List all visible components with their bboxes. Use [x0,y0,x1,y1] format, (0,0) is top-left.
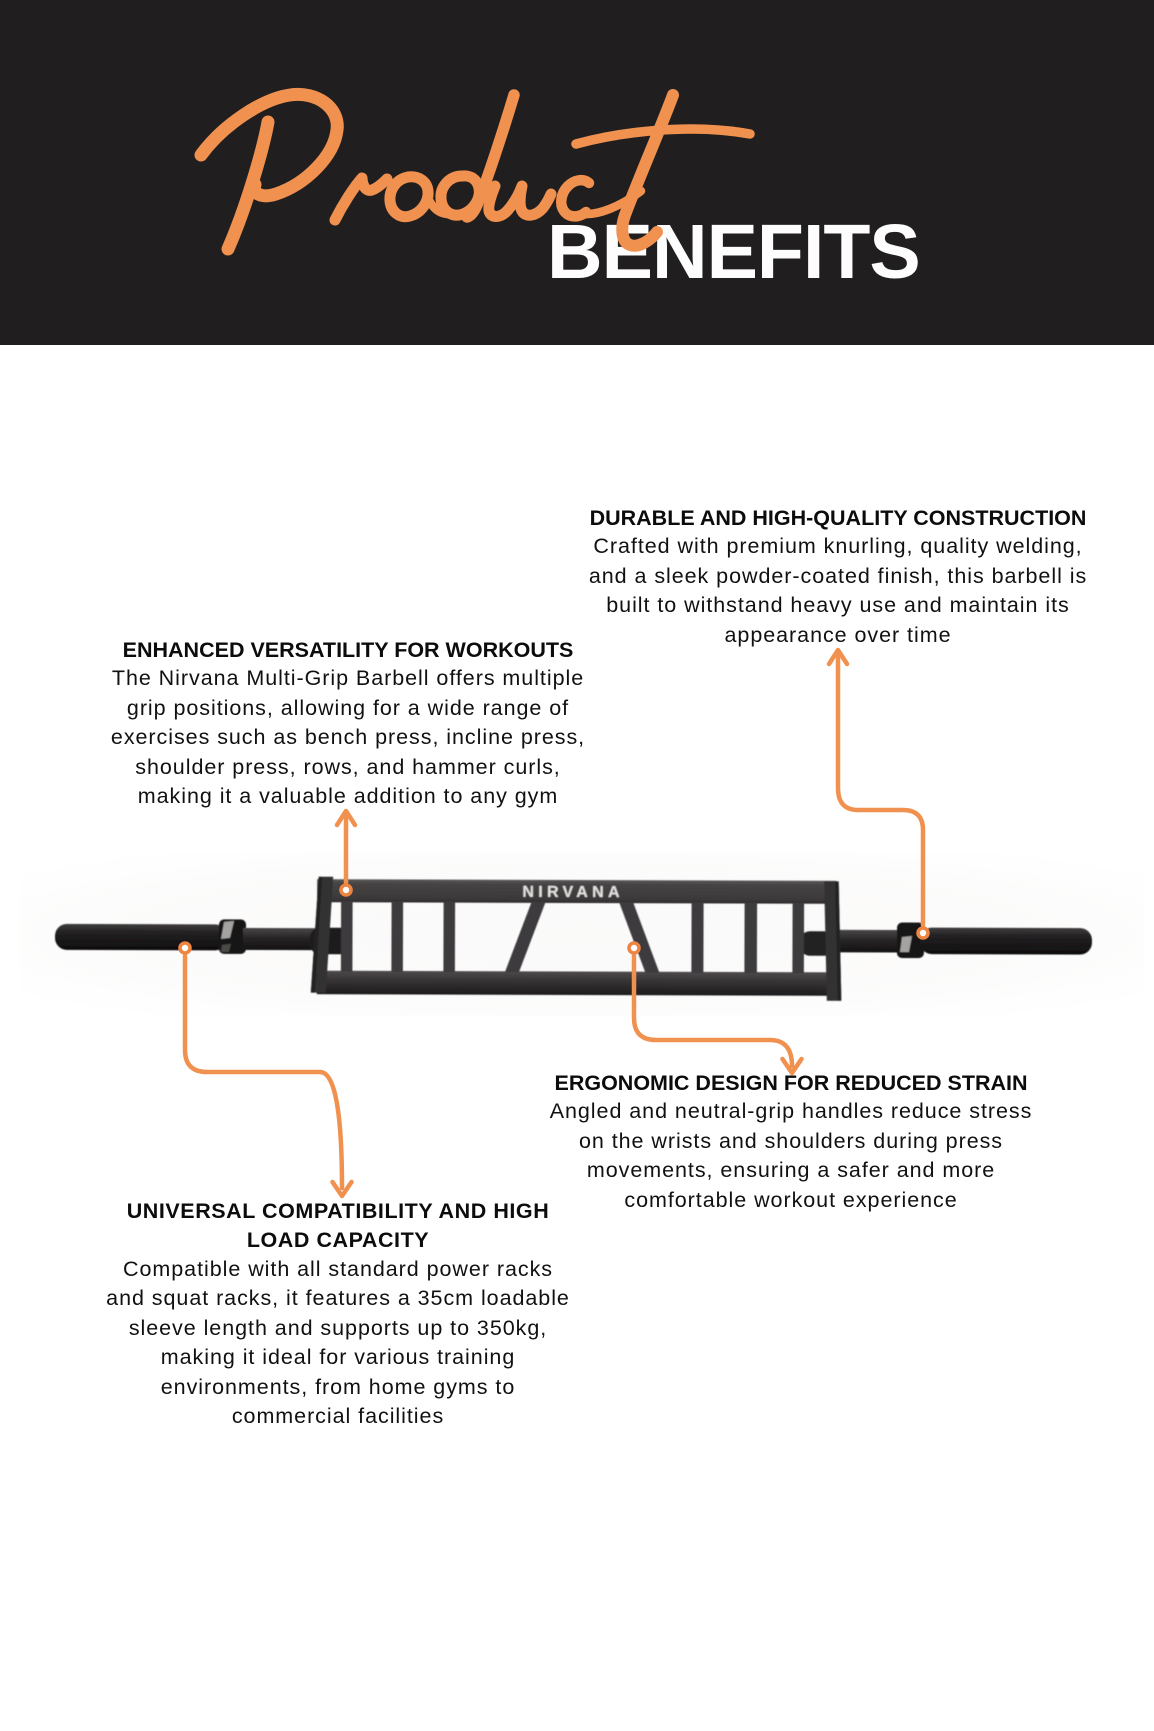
svg-text:NIRVANA: NIRVANA [522,884,624,901]
